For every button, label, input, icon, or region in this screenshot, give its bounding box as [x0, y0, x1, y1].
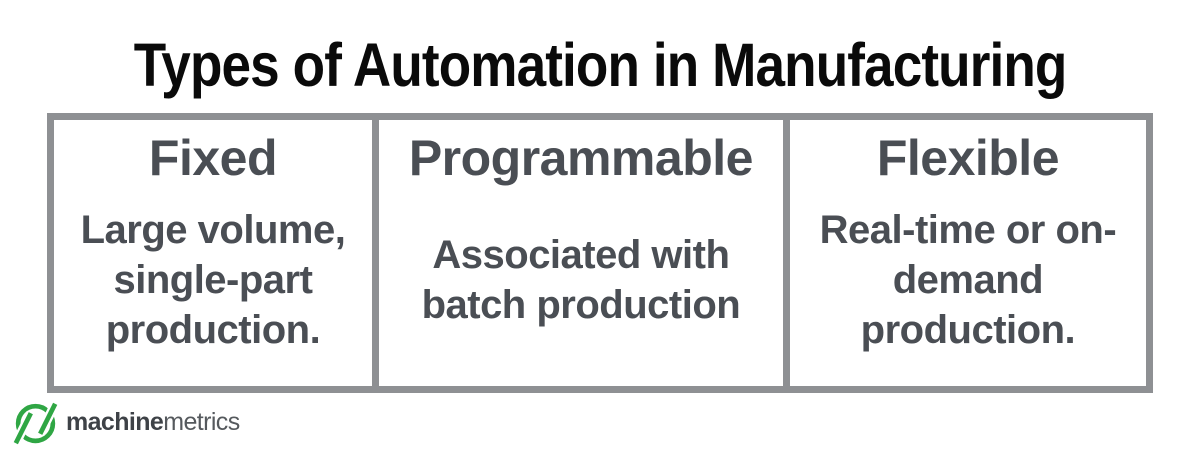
card-programmable-automation: Programmable Associated with batch produ… — [378, 120, 783, 386]
card-heading: Programmable — [408, 130, 754, 186]
card-fixed-automation: Fixed Large volume, single-part producti… — [54, 120, 372, 386]
title-bar: Types of Automation in Manufacturing — [0, 0, 1200, 113]
page-title: Types of Automation in Manufacturing — [133, 30, 1068, 99]
machinemetrics-logo-icon — [13, 401, 58, 446]
card-description: Large volume, single-part production. — [80, 208, 346, 352]
card-heading: Fixed — [148, 130, 278, 186]
wordmark-metrics: metrics — [163, 408, 240, 436]
brand-footer: machinemetrics — [13, 401, 1200, 446]
card-description: Associated with batch production — [421, 233, 741, 327]
card-description: Real-time or on- demand production. — [819, 208, 1117, 352]
wordmark-machine: machine — [66, 408, 164, 436]
automation-types-table: Fixed Large volume, single-part producti… — [47, 113, 1153, 393]
machinemetrics-wordmark: machinemetrics — [66, 410, 240, 437]
card-heading: Flexible — [876, 130, 1060, 186]
card-flexible-automation: Flexible Real-time or on- demand product… — [789, 120, 1146, 386]
